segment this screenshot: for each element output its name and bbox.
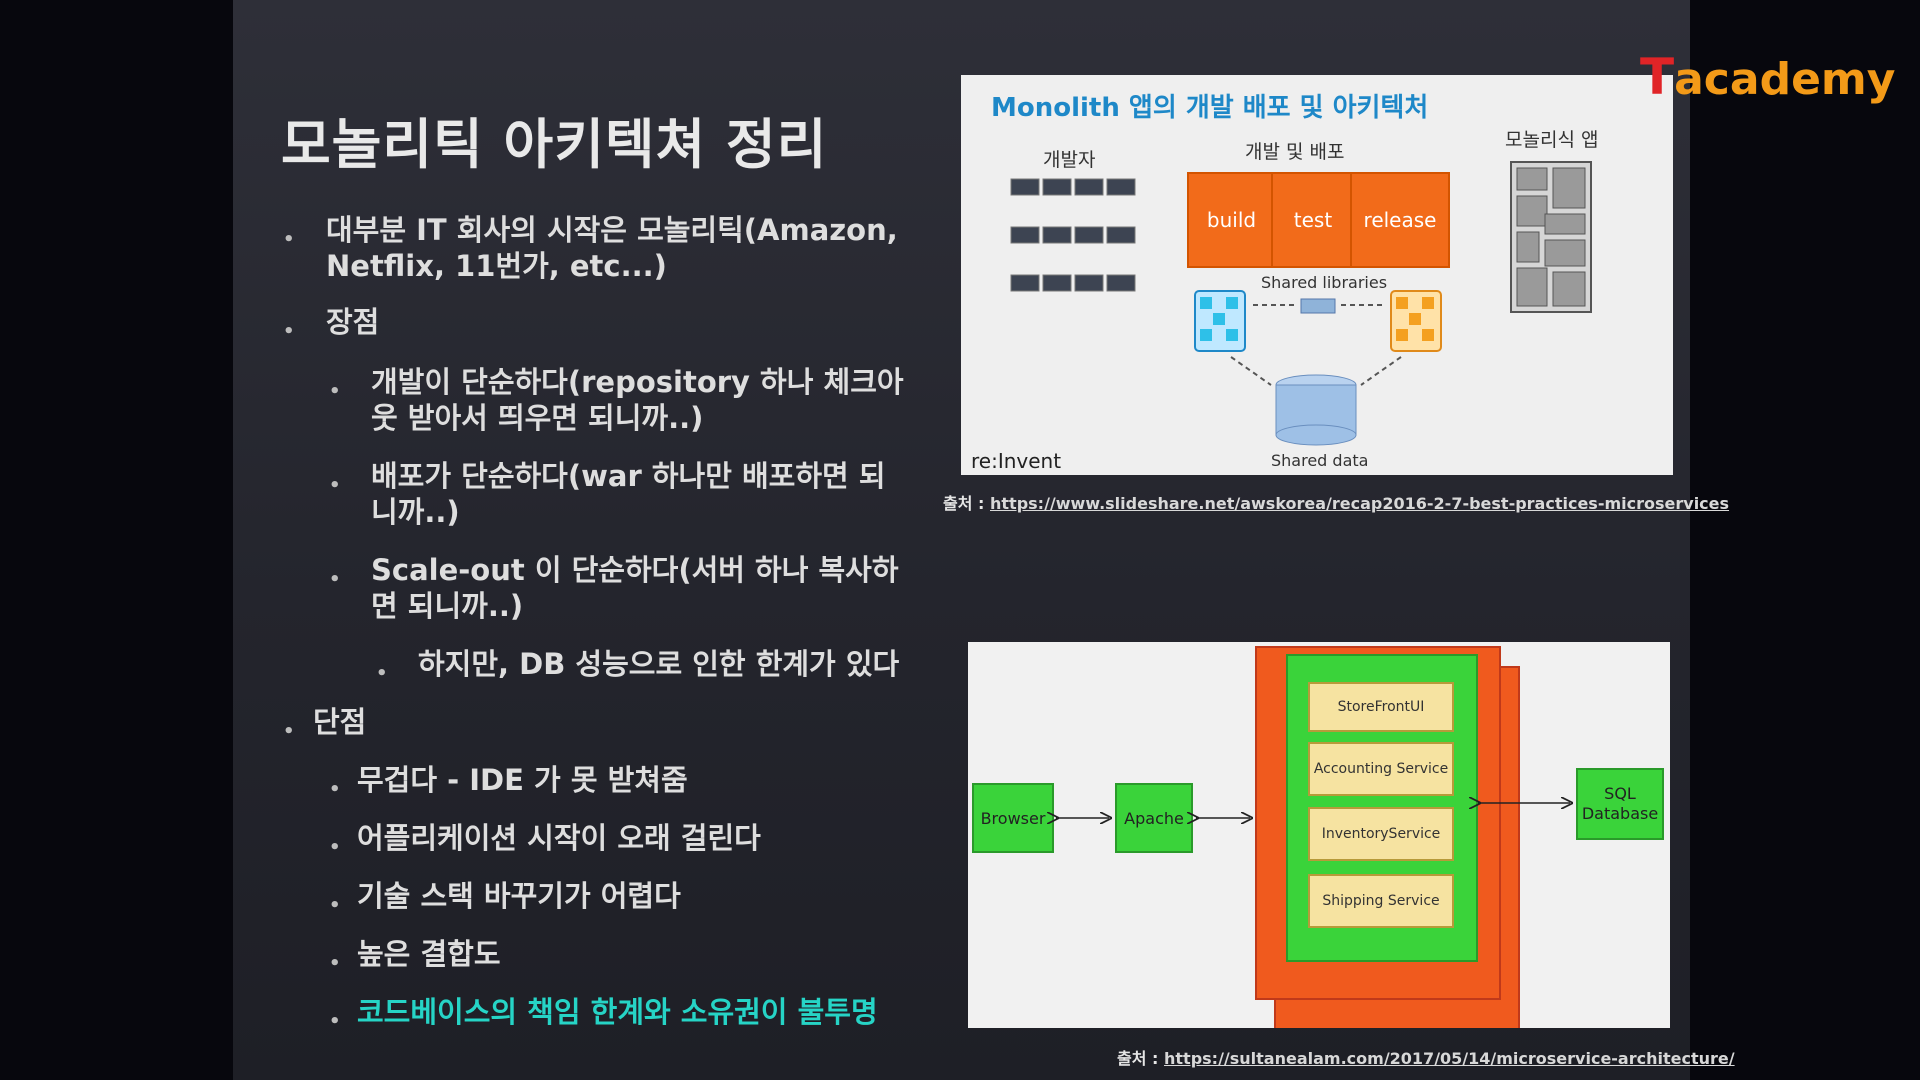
inventory-service-box: InventoryService bbox=[1308, 807, 1454, 861]
accounting-service-box: Accounting Service bbox=[1308, 742, 1454, 796]
bullet-text: 개발이 단순하다(repository 하나 체크아 bbox=[371, 365, 904, 399]
right-letterbox bbox=[1690, 0, 1920, 1080]
bottom-source-link[interactable]: https://sultanealam.com/2017/05/14/micro… bbox=[1164, 1049, 1735, 1068]
bullet-text: 기술 스택 바꾸기가 어렵다 bbox=[357, 879, 681, 913]
left-letterbox bbox=[0, 0, 233, 1080]
bullet-text: Scale-out 이 단순하다(서버 하나 복사하 bbox=[371, 553, 899, 587]
bullet-item: •기술 스택 바꾸기가 어렵다 bbox=[329, 879, 681, 916]
bullet-text: 어플리케이션 시작이 오래 걸린다 bbox=[357, 821, 761, 855]
bullet-item: •하지만, DB 성능으로 인한 한계가 있다 bbox=[376, 647, 900, 684]
shared-libraries-label: Shared libraries bbox=[1261, 273, 1388, 292]
storefront-ui-box: StoreFrontUI bbox=[1308, 682, 1454, 732]
bullet-list: •대부분 IT 회사의 시작은 모놀리틱(Amazon,Netflix, 11번… bbox=[281, 212, 1141, 1032]
caption-prefix: 출처 : bbox=[943, 494, 985, 513]
diagram-title: Monolith 앱의 개발 배포 및 아키텍처 bbox=[991, 93, 1429, 123]
tacademy-logo: Tacademy bbox=[1640, 48, 1895, 106]
bullet-text: 배포가 단순하다(war 하나만 배포하면 되 bbox=[371, 459, 886, 493]
bullet-text: 장점 bbox=[326, 305, 380, 339]
bottom-image-caption: 출처 : https://sultanealam.com/2017/05/14/… bbox=[1117, 1045, 1735, 1069]
reinvent-logo: re:Invent bbox=[971, 449, 1062, 473]
bullet-text-cont: 니까..) bbox=[371, 495, 460, 529]
top-image-caption: 출처 : https://www.slideshare.net/awskorea… bbox=[943, 490, 1729, 514]
bullet-item-pros: •장점 bbox=[283, 305, 380, 342]
monolith-service-diagram-image: StoreFrontUI Accounting Service Inventor… bbox=[968, 642, 1670, 1028]
bullet-text: 하지만, DB 성능으로 인한 한계가 있다 bbox=[418, 647, 900, 681]
top-source-link[interactable]: https://www.slideshare.net/awskorea/reca… bbox=[990, 494, 1730, 513]
stage-test: test bbox=[1271, 172, 1355, 268]
bullet-item: •어플리케이션 시작이 오래 걸린다 bbox=[329, 821, 761, 858]
bullet-item-cons: •단점 bbox=[283, 705, 367, 742]
bullet-text: 높은 결합도 bbox=[357, 937, 501, 971]
logo-academy: academy bbox=[1674, 54, 1896, 105]
dev-deploy-label: 개발 및 배포 bbox=[1245, 141, 1345, 163]
bullet-text: 코드베이스의 책임 한계와 소유권이 불투명 bbox=[357, 995, 878, 1029]
presentation-slide: 모놀리틱 아키텍쳐 정리 •대부분 IT 회사의 시작은 모놀리틱(Amazon… bbox=[233, 0, 1735, 1080]
sql-database-box: SQL Database bbox=[1576, 768, 1664, 840]
developers-icon bbox=[1010, 178, 1136, 292]
monolith-app-label: 모놀리식 앱 bbox=[1505, 129, 1599, 151]
bullet-text-cont: 웃 받아서 띄우면 되니까..) bbox=[371, 401, 704, 435]
monolith-app-icon bbox=[1510, 161, 1592, 313]
bullet-item: •무겁다 - IDE 가 못 받쳐줌 bbox=[329, 763, 688, 800]
bullet-item: •높은 결합도 bbox=[329, 937, 501, 974]
bullet-text: 대부분 IT 회사의 시작은 모놀리틱(Amazon, bbox=[326, 213, 898, 247]
bullet-item-highlight: •코드베이스의 책임 한계와 소유권이 불투명 bbox=[329, 995, 878, 1032]
shared-data-label: Shared data bbox=[1271, 451, 1369, 470]
bullet-text: 무겁다 - IDE 가 못 받쳐줌 bbox=[357, 763, 688, 797]
bullet-text: 단점 bbox=[313, 705, 367, 739]
connection-arrows bbox=[968, 642, 1670, 1028]
slide-title: 모놀리틱 아키텍쳐 정리 bbox=[281, 113, 828, 176]
bullet-text-cont: 면 되니까..) bbox=[371, 589, 524, 623]
developers-label: 개발자 bbox=[1043, 149, 1096, 171]
monolith-diagram-image: Monolith 앱의 개발 배포 및 아키텍처 개발자 개발 및 배포 모놀리… bbox=[961, 75, 1673, 475]
logo-t: T bbox=[1640, 48, 1675, 106]
bullet-text-cont: Netflix, 11번가, etc...) bbox=[326, 249, 667, 283]
bullet-item: •대부분 IT 회사의 시작은 모놀리틱(Amazon,Netflix, 11번… bbox=[283, 213, 898, 283]
shared-architecture-icon bbox=[1194, 290, 1442, 446]
stage-build: build bbox=[1187, 172, 1276, 268]
stage-release: release bbox=[1350, 172, 1450, 268]
shipping-service-box: Shipping Service bbox=[1308, 874, 1454, 928]
caption-prefix: 출처 : bbox=[1117, 1049, 1159, 1068]
